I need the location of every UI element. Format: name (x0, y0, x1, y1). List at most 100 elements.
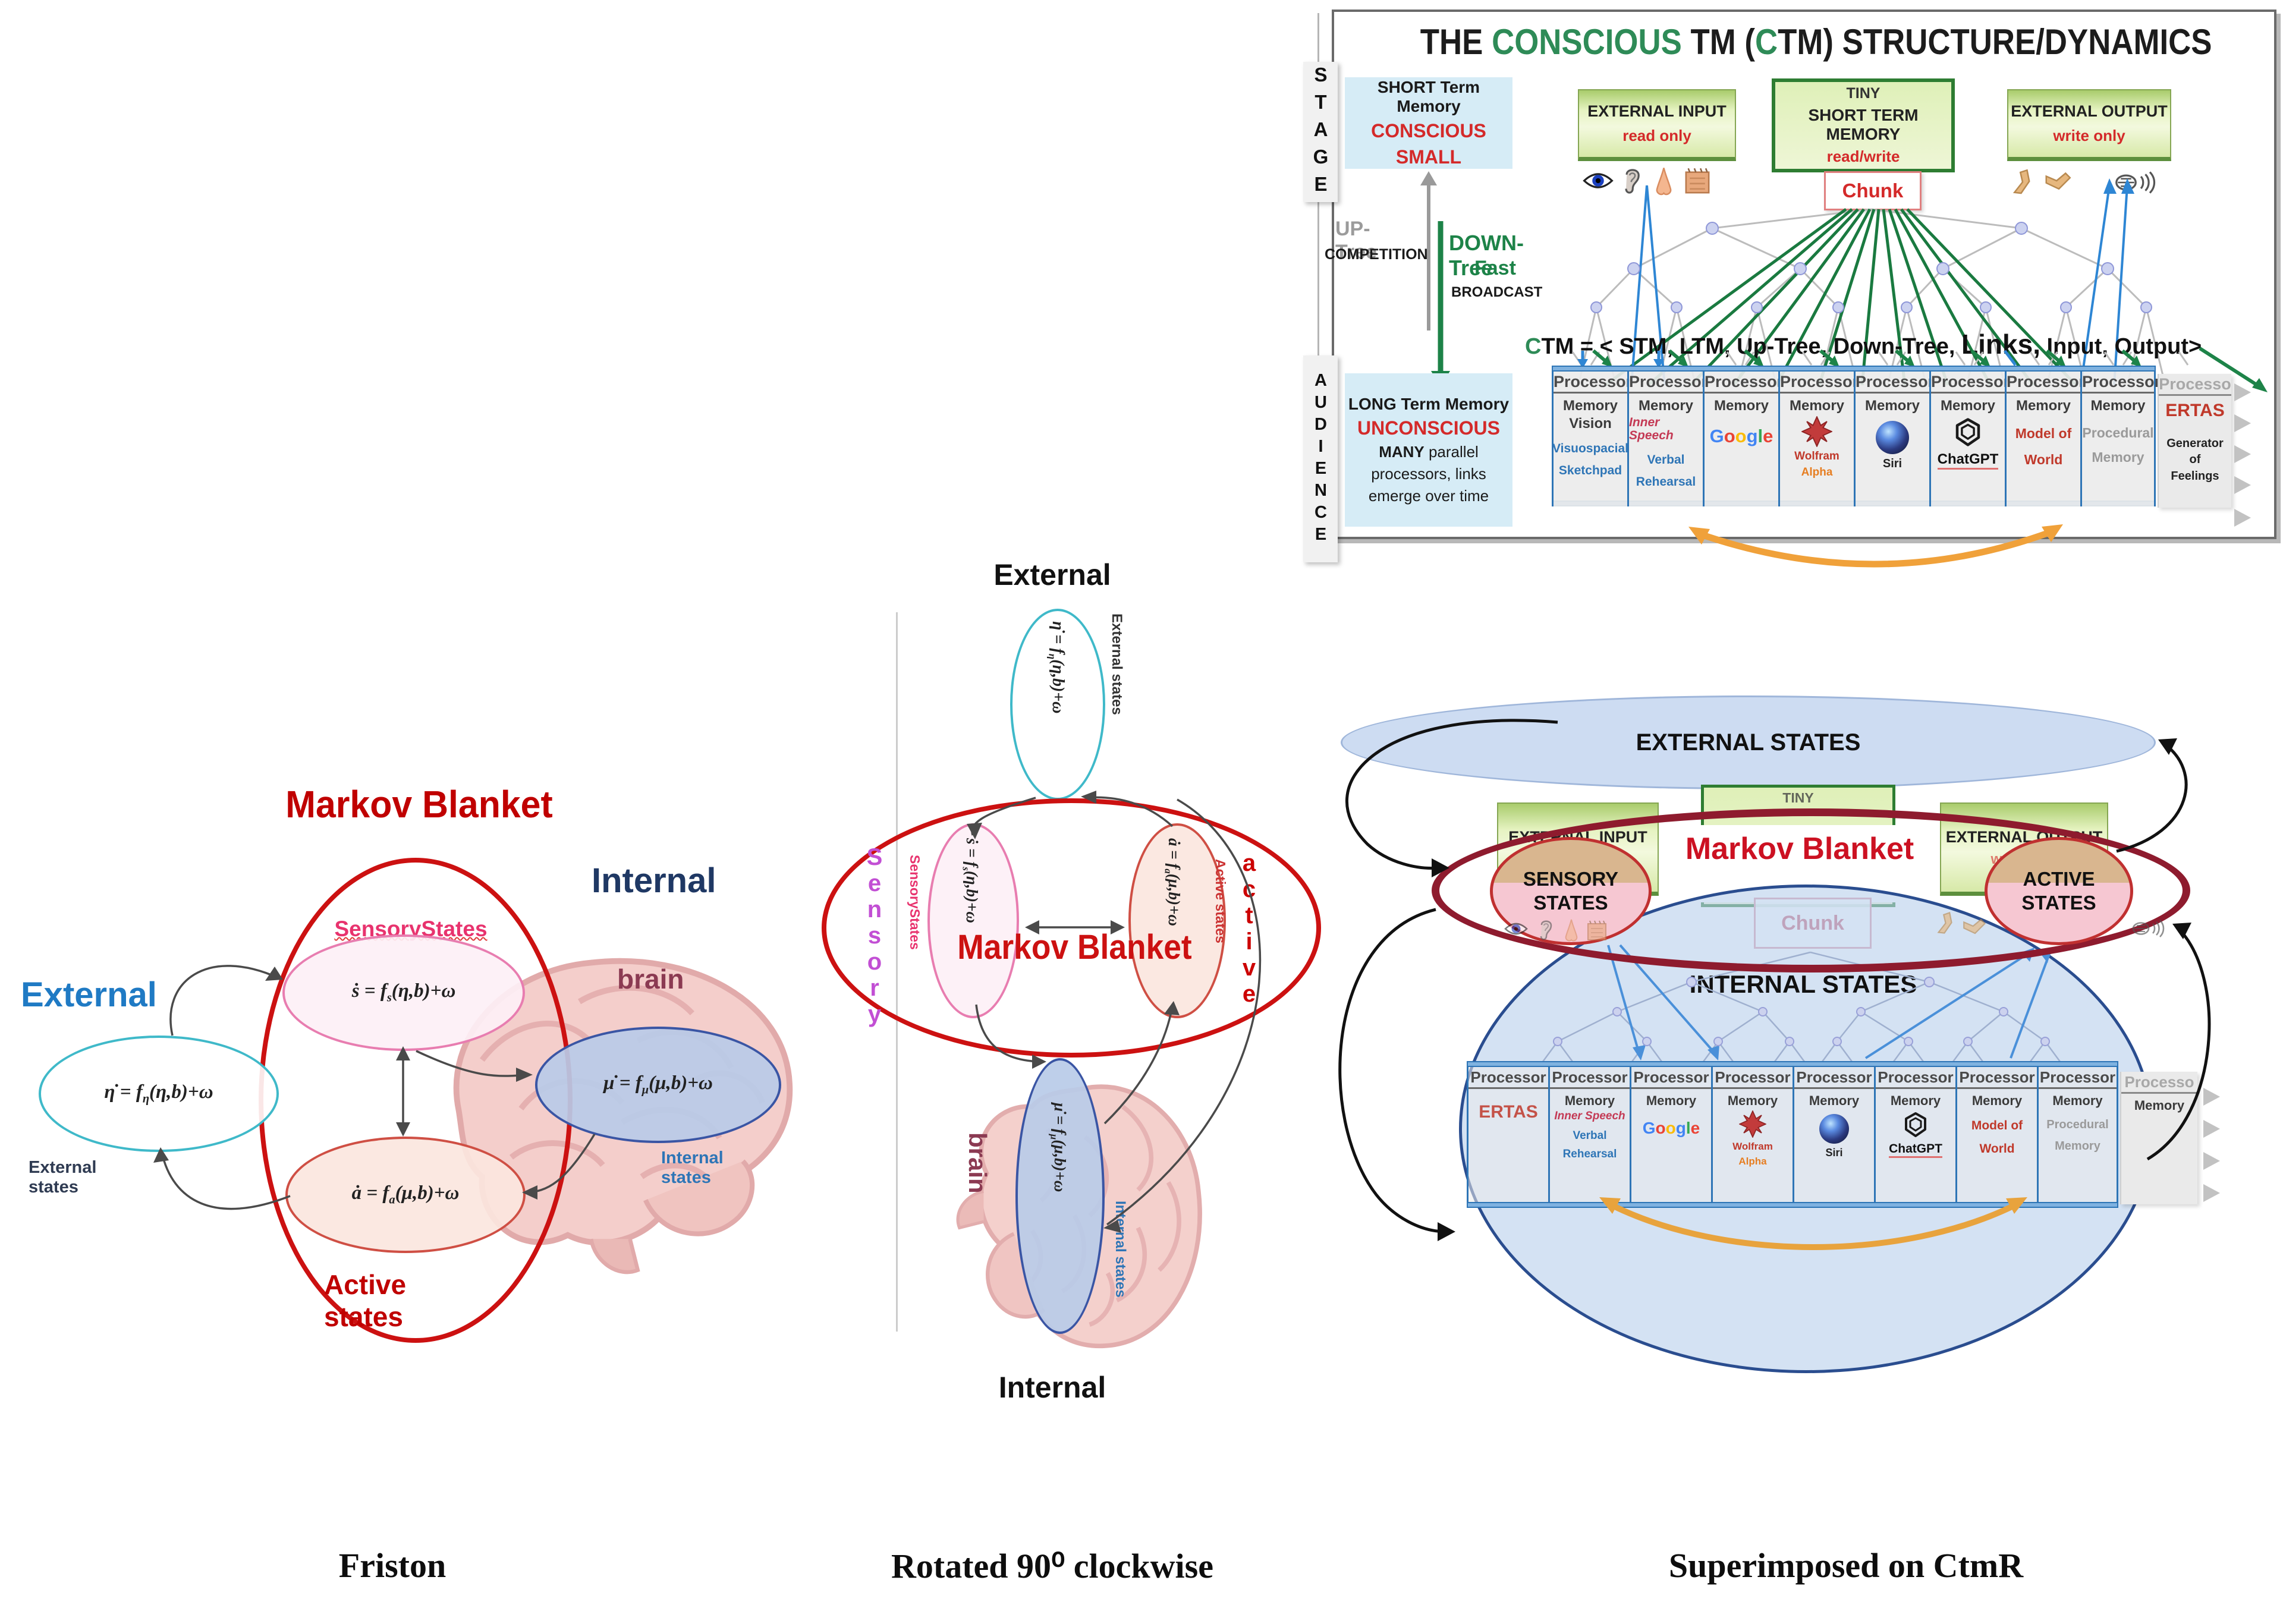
model-of-label: Model of (1971, 1119, 2023, 1133)
memory-label: Memory (1564, 1093, 1615, 1108)
processor-header: Processor (1705, 372, 1783, 394)
rotated-sensory-label: Sensory (861, 844, 888, 1027)
caption-rotated: Rotated 90⁰ clockwise (891, 1547, 1213, 1585)
chatgpt-label: ChatGPT (1889, 1142, 1942, 1159)
memory-label: Memory (1940, 398, 1995, 414)
procedural-memory-label: Memory (2055, 1140, 2100, 1153)
table-bottom-band (1467, 1202, 2118, 1208)
processor-column-inner-speech: Processor Memory Inner Speech Verbal Reh… (1548, 1067, 1630, 1202)
friston-sensory-ellipse: ṡ = fs(η,b)+ω (282, 934, 525, 1051)
processor-header: Processor (1629, 372, 1707, 394)
procedural-label: Procedural (2046, 1118, 2109, 1132)
memory-label: Memory (1638, 398, 1694, 414)
model-of-label: Model of (2015, 426, 2072, 442)
ltm-line2: UNCONSCIOUS (1357, 417, 1500, 439)
caption-superimposed: Superimposed on CtmR (1668, 1546, 2024, 1585)
of-label: of (2189, 453, 2201, 467)
siri-icon (1876, 421, 1909, 455)
processor-column-vision: Processor Memory Vision Visuospacial Ske… (1552, 372, 1632, 506)
memory-label: Memory (1646, 1093, 1697, 1108)
stm-line3: SMALL (1395, 146, 1462, 168)
memory-label: Memory (2052, 1093, 2103, 1108)
siri-label: Siri (1882, 457, 1902, 471)
ctmr-links-orange-arrow (1599, 1197, 2027, 1250)
rotated-markov-label: Markov Blanket (957, 928, 1192, 967)
procedural-memory-label: Memory (2092, 449, 2144, 465)
friston-internal-label: Internal (592, 861, 716, 900)
ctmr-tiny-label: TINY (1782, 790, 1814, 805)
output-arrow (2234, 383, 2251, 401)
table-top-band (1552, 366, 2156, 372)
active-formula: ȧ = fa(μ,b)+ω (351, 1182, 460, 1207)
processor-column-google: Processor Memory Google (1630, 1067, 1711, 1202)
read-only-label: read only (1622, 127, 1691, 144)
sketchpad-label: Sketchpad (1558, 464, 1622, 478)
audience-label: AUDIENCE (1303, 355, 1338, 562)
friston-internal-ellipse: μ̇ = fμ(μ,b)+ω (535, 1027, 781, 1143)
tiny-line1: TINY (1846, 85, 1881, 102)
active-line2: STATES (2021, 892, 2096, 914)
friston-markov-title: Markov Blanket (285, 783, 553, 826)
sensory-line2: STATES (1533, 892, 1608, 914)
chatgpt-label: ChatGPT (1937, 451, 1999, 470)
generator-label: Generator (2166, 437, 2224, 450)
output-arrow (2203, 1120, 2220, 1138)
processor-column-model-of-world: Processor Memory Model of World (1955, 1067, 2037, 1202)
processor-header: Processor (2007, 372, 2085, 394)
feelings-label: Feelings (2171, 469, 2219, 483)
alpha-label: Alpha (1801, 466, 1833, 479)
processor-header: Processor (1876, 1067, 1955, 1089)
visuospacial-label: Visuospacial (1552, 442, 1629, 456)
processor-header: Processor (1468, 1067, 1548, 1089)
processor-header: Processor (1957, 1067, 2037, 1089)
external-input-box: EXTERNAL INPUT read only (1578, 89, 1736, 161)
tiny-line2: SHORT TERM MEMORY (1808, 106, 1919, 143)
internal-formula: μ̇ = fμ(μ,b)+ω (603, 1072, 713, 1097)
output-arrow (2234, 476, 2251, 494)
rotated-external-ellipse (1010, 609, 1105, 800)
processor-header-cut: Processo (2159, 374, 2231, 396)
stage-label: STAGE (1303, 62, 1338, 202)
caption-friston: Friston (338, 1546, 446, 1585)
memory-label: Memory (1864, 398, 1920, 414)
processor-header: Processor (1856, 372, 1934, 394)
friston-internal-states-label: Internal states (661, 1148, 724, 1187)
ltm-line1: LONG Term Memory (1348, 395, 1510, 413)
ctm-title-part: TM ( (1681, 22, 1755, 62)
ctm-processor-table: Processor Memory Vision Visuospacial Ske… (1552, 366, 2231, 512)
stm-line2: CONSCIOUS (1371, 120, 1486, 141)
wolfram-alpha-icon (1801, 416, 1832, 447)
active-line1: ACTIVE (2023, 868, 2095, 890)
processor-header: Processor (1554, 372, 1632, 394)
ctm-title-c: C (1755, 22, 1778, 62)
world-label: World (1979, 1142, 2015, 1156)
processor-column-memory-cut: Processo Memory (2120, 1072, 2197, 1204)
output-arrow (2203, 1152, 2220, 1170)
chunk-label: Chunk (1842, 180, 1904, 202)
processor-column-inner-speech: Processor Memory Inner Speech Verbal Reh… (1627, 372, 1707, 506)
ctm-title-conscious: CONSCIOUS (1492, 22, 1682, 62)
competition-label: COMPETITION (1325, 246, 1428, 263)
rotated-active-ellipse (1128, 823, 1226, 1018)
up-tree-label: UP-Tree (1335, 218, 1377, 263)
external-output-title: EXTERNAL OUTPUT (2011, 102, 2168, 120)
memory-label: Memory (1727, 1093, 1778, 1108)
memory-label: Memory (1971, 1093, 2023, 1108)
inner-speech-label: Inner Speech (1554, 1110, 1625, 1123)
friston-external-ellipse: η̇ = fη(η,b)+ω (39, 1036, 279, 1152)
verbal-label: Verbal (1573, 1129, 1607, 1143)
processor-column-procedural: Processor Memory Procedural Memory (2080, 372, 2161, 506)
rotated-markov-ellipse (822, 798, 1321, 1058)
processor-header: Processor (2082, 372, 2161, 394)
processor-header: Processor (1780, 372, 1859, 394)
verbal-label: Verbal (1647, 453, 1685, 467)
ctmr-loop-arrows (1338, 719, 2211, 1241)
inner-speech-label: Inner Speech (1629, 416, 1674, 443)
rehearsal-label: Rehearsal (1562, 1147, 1617, 1160)
google-logo: Google (1642, 1119, 1700, 1138)
ltm-line5: emerge over time (1368, 487, 1489, 505)
processor-header: Processor (1550, 1067, 1630, 1089)
ctmr-external-states-label: EXTERNAL STATES (1636, 729, 1861, 756)
stm-box: SHORT Term Memory CONSCIOUS SMALL (1345, 77, 1512, 169)
